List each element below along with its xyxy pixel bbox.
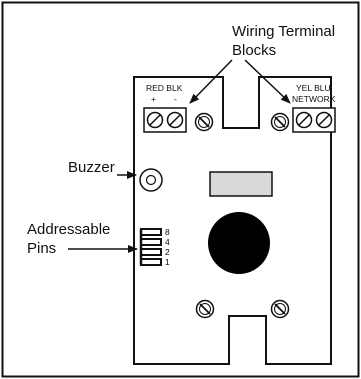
buzzer-label: Buzzer (68, 159, 115, 176)
pin-4 (140, 238, 162, 246)
left-terminal-plus-label: + (151, 94, 156, 104)
buzzer (139, 168, 163, 192)
addressable-pins-label-line2: Pins (27, 240, 56, 257)
pin-label-1: 1 (165, 257, 170, 267)
right-terminal-colors-label: YEL BLU (296, 83, 331, 93)
pin-label-4: 4 (165, 237, 170, 247)
left-terminal-colors-label: RED BLK (146, 83, 183, 93)
wiring-terminal-arrow-left (189, 59, 233, 104)
pin-label-8: 8 (165, 227, 170, 237)
mounting-screw-top-right (270, 112, 290, 132)
mounting-screw-bottom-left (195, 299, 215, 319)
wiring-terminal-label-line2: Blocks (232, 42, 276, 59)
pin-1 (140, 258, 162, 266)
pin-2 (140, 248, 162, 256)
grey-rectangle-component (209, 171, 273, 197)
addressable-pins-label-line1: Addressable (27, 221, 110, 238)
right-terminal-network-label: NETWORK (292, 94, 336, 104)
mounting-screw-top-left (194, 112, 214, 132)
large-black-circle (208, 212, 270, 274)
wiring-terminal-label-line1: Wiring Terminal (232, 23, 335, 40)
wiring-terminal-arrow-right (244, 59, 291, 104)
pin-label-2: 2 (165, 247, 170, 257)
mounting-screw-bottom-right (270, 299, 290, 319)
pin-8 (140, 228, 162, 236)
addressable-pin-header (139, 228, 162, 266)
right-terminal-block (292, 107, 336, 133)
left-terminal-minus-label: - (174, 94, 177, 104)
left-terminal-block (143, 107, 187, 133)
